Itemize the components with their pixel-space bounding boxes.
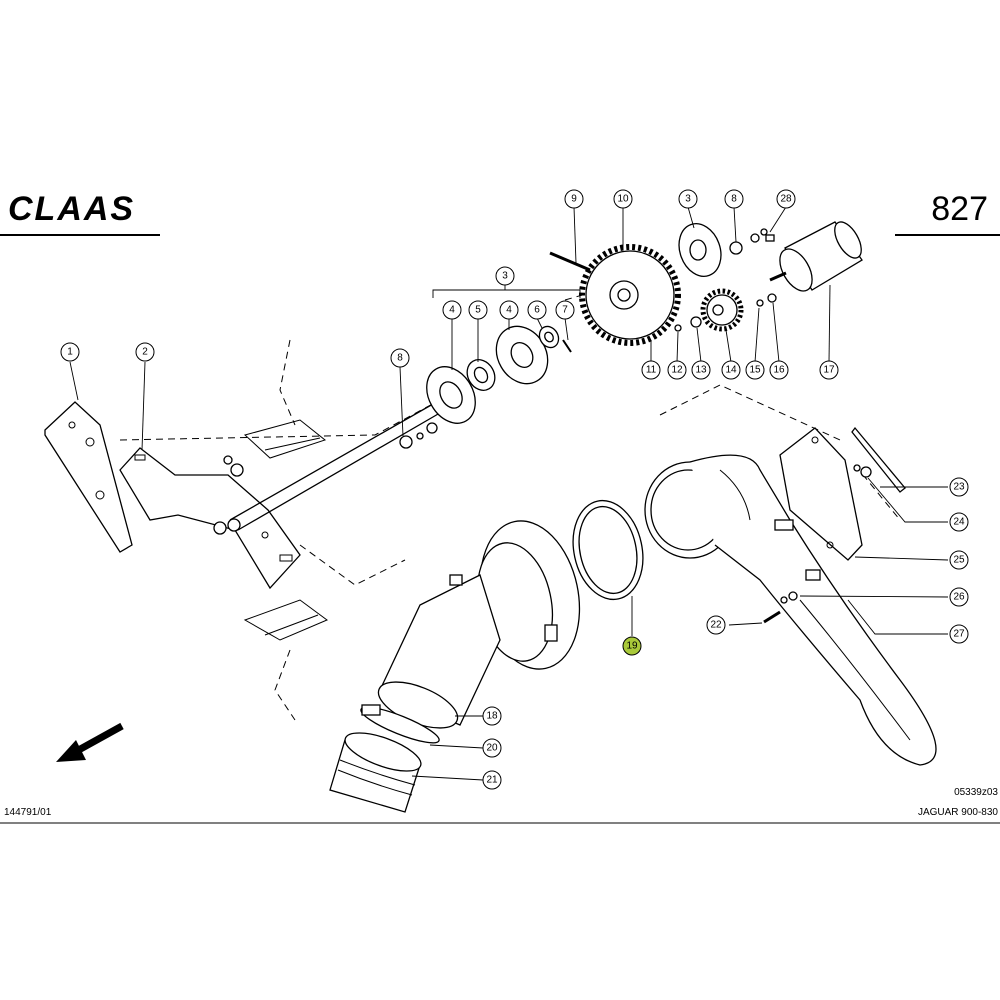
fasteners-left — [223, 422, 438, 477]
svg-text:22: 22 — [710, 620, 722, 631]
svg-text:4: 4 — [449, 305, 455, 316]
frame-sketch-lower — [243, 599, 328, 641]
bearing-flange-3-right — [678, 223, 722, 277]
fasteners-22-26 — [763, 464, 861, 624]
mount-bracket-25 — [774, 427, 863, 561]
svg-text:25: 25 — [953, 555, 965, 566]
plate-23 — [851, 426, 906, 493]
svg-text:9: 9 — [571, 194, 577, 205]
bearing-flange-4-left — [426, 366, 476, 424]
callout-23[interactable]: 23 — [949, 477, 969, 497]
svg-text:27: 27 — [953, 629, 965, 640]
callout-20[interactable]: 20 — [482, 738, 502, 758]
footer-left-code: 144791/01 — [4, 807, 52, 818]
svg-text:6: 6 — [534, 305, 540, 316]
svg-text:28: 28 — [780, 194, 792, 205]
clamp-ring-19 — [572, 499, 644, 601]
callout-21[interactable]: 21 — [482, 770, 502, 790]
svg-text:24: 24 — [953, 517, 965, 528]
svg-text:10: 10 — [617, 194, 629, 205]
svg-text:13: 13 — [695, 365, 707, 376]
svg-text:19: 19 — [626, 641, 638, 652]
brand-logo: CLAAS — [8, 190, 135, 228]
callout-5[interactable]: 5 — [468, 300, 488, 320]
callout-27[interactable]: 27 — [949, 624, 969, 644]
callout-3-left[interactable]: 3 — [495, 266, 515, 286]
svg-text:18: 18 — [486, 711, 498, 722]
callout-8-right[interactable]: 8 — [724, 189, 744, 209]
svg-text:11: 11 — [646, 365, 657, 376]
callout-11[interactable]: 11 — [641, 360, 661, 380]
callout-7[interactable]: 7 — [555, 300, 575, 320]
callout-14[interactable]: 14 — [721, 360, 741, 380]
hose-21 — [329, 732, 422, 813]
callout-16[interactable]: 16 — [769, 360, 789, 380]
callout-26[interactable]: 26 — [949, 587, 969, 607]
svg-text:8: 8 — [731, 194, 737, 205]
svg-text:12: 12 — [671, 365, 683, 376]
callout-22[interactable]: 22 — [706, 615, 726, 635]
callout-4-left[interactable]: 4 — [442, 300, 462, 320]
bearing-5 — [466, 359, 496, 391]
footer-model: JAGUAR 900-830 — [918, 807, 998, 818]
callout-8-left[interactable]: 8 — [390, 348, 410, 368]
svg-text:4: 4 — [506, 305, 512, 316]
fasteners-right — [674, 228, 777, 332]
svg-text:5: 5 — [475, 305, 481, 316]
spout-27 — [644, 454, 937, 766]
svg-text:8: 8 — [397, 353, 403, 364]
bracket-part-1 — [44, 401, 133, 553]
svg-text:1: 1 — [67, 347, 73, 358]
direction-arrow-icon — [56, 722, 124, 762]
motor-17 — [769, 221, 863, 292]
callout-4-right[interactable]: 4 — [499, 300, 519, 320]
callout-1[interactable]: 1 — [60, 342, 80, 362]
svg-text:7: 7 — [562, 305, 568, 316]
svg-text:17: 17 — [823, 365, 835, 376]
callout-9[interactable]: 9 — [564, 189, 584, 209]
svg-text:3: 3 — [685, 194, 691, 205]
callout-6[interactable]: 6 — [527, 300, 547, 320]
callout-12[interactable]: 12 — [667, 360, 687, 380]
svg-text:2: 2 — [142, 347, 148, 358]
callout-15[interactable]: 15 — [745, 360, 765, 380]
callout-13[interactable]: 13 — [691, 360, 711, 380]
svg-text:26: 26 — [953, 592, 965, 603]
callout-3-right[interactable]: 3 — [678, 189, 698, 209]
bolt-9 — [549, 251, 591, 272]
svg-text:14: 14 — [725, 365, 737, 376]
gear-14 — [700, 288, 744, 332]
callout-10[interactable]: 10 — [613, 189, 633, 209]
svg-text:21: 21 — [486, 775, 498, 786]
spout-base-18 — [377, 520, 581, 729]
bracket-part-2 — [119, 447, 301, 590]
frame-sketch-upper — [243, 419, 327, 459]
hose-clamp-20 — [360, 704, 440, 744]
callout-24[interactable]: 24 — [949, 512, 969, 532]
svg-text:3: 3 — [502, 271, 508, 282]
drive-shaft — [227, 399, 446, 532]
svg-text:23: 23 — [953, 482, 965, 493]
callout-25[interactable]: 25 — [949, 550, 969, 570]
svg-text:15: 15 — [749, 365, 761, 376]
bearing-flange-4-right — [495, 325, 549, 385]
callout-18[interactable]: 18 — [482, 706, 502, 726]
callout-28[interactable]: 28 — [776, 189, 796, 209]
pin-7 — [562, 339, 572, 353]
page-number: 827 — [931, 190, 988, 228]
callout-19[interactable]: 19 — [622, 636, 642, 656]
callout-2[interactable]: 2 — [135, 342, 155, 362]
svg-text:16: 16 — [773, 365, 785, 376]
bushing-6 — [538, 325, 560, 349]
gear-10 — [579, 244, 681, 346]
callout-17[interactable]: 17 — [819, 360, 839, 380]
footer-right-code: 05339z03 — [954, 787, 998, 798]
svg-text:20: 20 — [486, 743, 498, 754]
leader-lines — [69, 206, 949, 781]
